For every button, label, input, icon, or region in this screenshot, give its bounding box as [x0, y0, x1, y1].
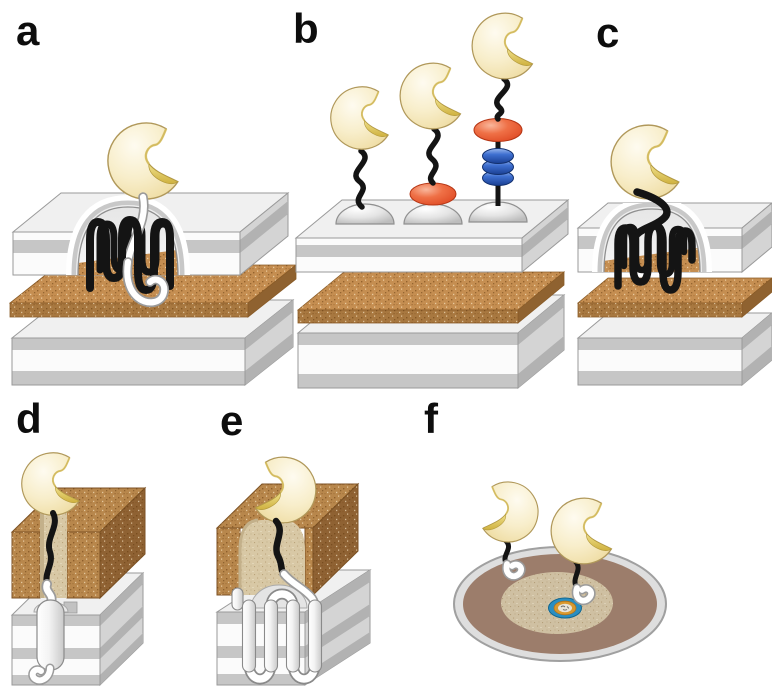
membrane-bottom-slab: [576, 312, 772, 387]
flexible-linker: [426, 126, 441, 186]
target-protein: [106, 121, 180, 201]
transmembrane-helix: [231, 587, 244, 611]
target-protein: [471, 12, 534, 80]
panel-label-a: a: [16, 7, 40, 54]
panel-label-f: f: [424, 395, 438, 442]
panel-e: [215, 456, 372, 686]
panel-d: [10, 451, 147, 687]
panel-label-c: c: [596, 9, 620, 56]
spore-disc: [453, 546, 667, 662]
transmembrane-helix: [36, 599, 65, 671]
red-adaptor-domain: [409, 182, 457, 206]
panel-b: [294, 12, 570, 390]
display-construct-short: [329, 85, 390, 210]
target-protein: [610, 124, 680, 200]
anchored-protein-left: [481, 481, 539, 581]
anchored-protein-right: [550, 497, 613, 606]
anchor-dome: [335, 203, 395, 225]
flexible-linker: [43, 510, 58, 587]
flexible-linker: [494, 76, 511, 122]
transmembrane-helix: [307, 599, 323, 673]
target-protein: [20, 451, 81, 517]
flexible-linker: [353, 148, 368, 210]
cell-wall-block: [10, 486, 147, 600]
transmembrane-helix: [263, 599, 279, 673]
target-protein: [399, 62, 462, 130]
panel-label-b: b: [293, 5, 319, 52]
seven-tm-tether: [614, 188, 696, 294]
cork-layer: [296, 271, 566, 324]
panel-a: [8, 121, 298, 387]
germination-pore: [548, 597, 582, 619]
target-protein: [481, 481, 539, 543]
surface-hook: [501, 559, 526, 581]
surface-hook: [571, 583, 596, 606]
panel-label-d: d: [16, 395, 42, 442]
peptide-stalk: [41, 579, 57, 607]
red-adaptor-domain: [473, 118, 523, 142]
rigid-stalk: [495, 183, 501, 206]
panel-label-e: e: [220, 397, 244, 444]
cytoplasmic-tail: [28, 663, 55, 685]
membrane-bottom-slab: [10, 298, 295, 387]
membrane-top-slab: [11, 191, 290, 277]
target-protein: [329, 85, 390, 151]
blue-stacked-domain: [482, 148, 514, 186]
display-construct-medium: [399, 62, 462, 206]
rigid-stalk: [495, 138, 501, 155]
seven-tm-tether: [86, 192, 174, 308]
panel-c: [576, 124, 772, 387]
transmembrane-helix: [285, 599, 301, 673]
display-construct-long: [471, 12, 534, 206]
panel-f: [453, 481, 667, 662]
helix-bundle: [231, 587, 323, 685]
peptide-loop: [122, 257, 169, 308]
transmembrane-helix: [241, 599, 257, 673]
target-protein: [550, 497, 613, 565]
